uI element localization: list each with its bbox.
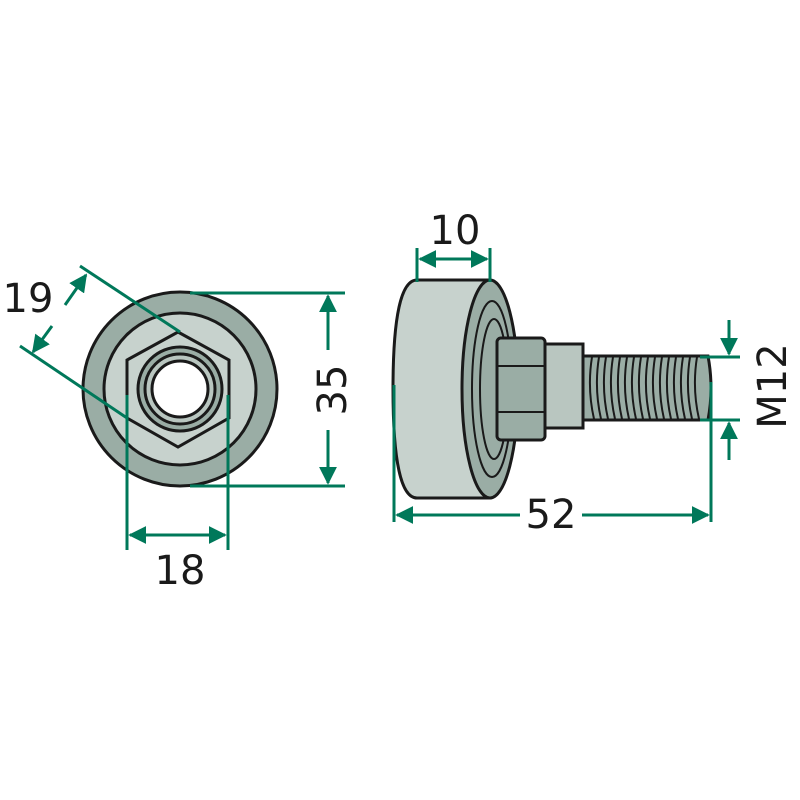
dim-outer-diameter: 35: [310, 365, 356, 416]
thread-line: [686, 356, 693, 420]
thread-line: [644, 356, 651, 420]
thread-line: [637, 356, 644, 420]
collar: [543, 342, 585, 430]
thread-line: [693, 356, 700, 420]
dim-roller-width: 10: [430, 208, 481, 254]
thread-line: [665, 356, 672, 420]
thread-line: [595, 356, 602, 420]
nut: [495, 336, 547, 442]
dim-thread: M12: [750, 343, 796, 428]
thread-line: [623, 356, 630, 420]
thread-line: [616, 356, 623, 420]
thread-line: [609, 356, 616, 420]
dimensions: 35 18 19 10 52 M12: [3, 208, 796, 594]
thread-line: [651, 356, 658, 420]
dim-across-flats: 18: [155, 548, 206, 594]
thread-lines: [588, 356, 700, 420]
thread-line: [602, 356, 609, 420]
thread-line: [679, 356, 686, 420]
thread-line: [588, 356, 595, 420]
dim-across-corners: 19: [3, 276, 54, 322]
thread-line: [672, 356, 679, 420]
thread-line: [658, 356, 665, 420]
thread-line: [630, 356, 637, 420]
dim-total-length: 52: [526, 492, 577, 538]
bore-hole: [150, 359, 210, 419]
front-view: [81, 290, 279, 488]
side-view: [391, 278, 713, 500]
